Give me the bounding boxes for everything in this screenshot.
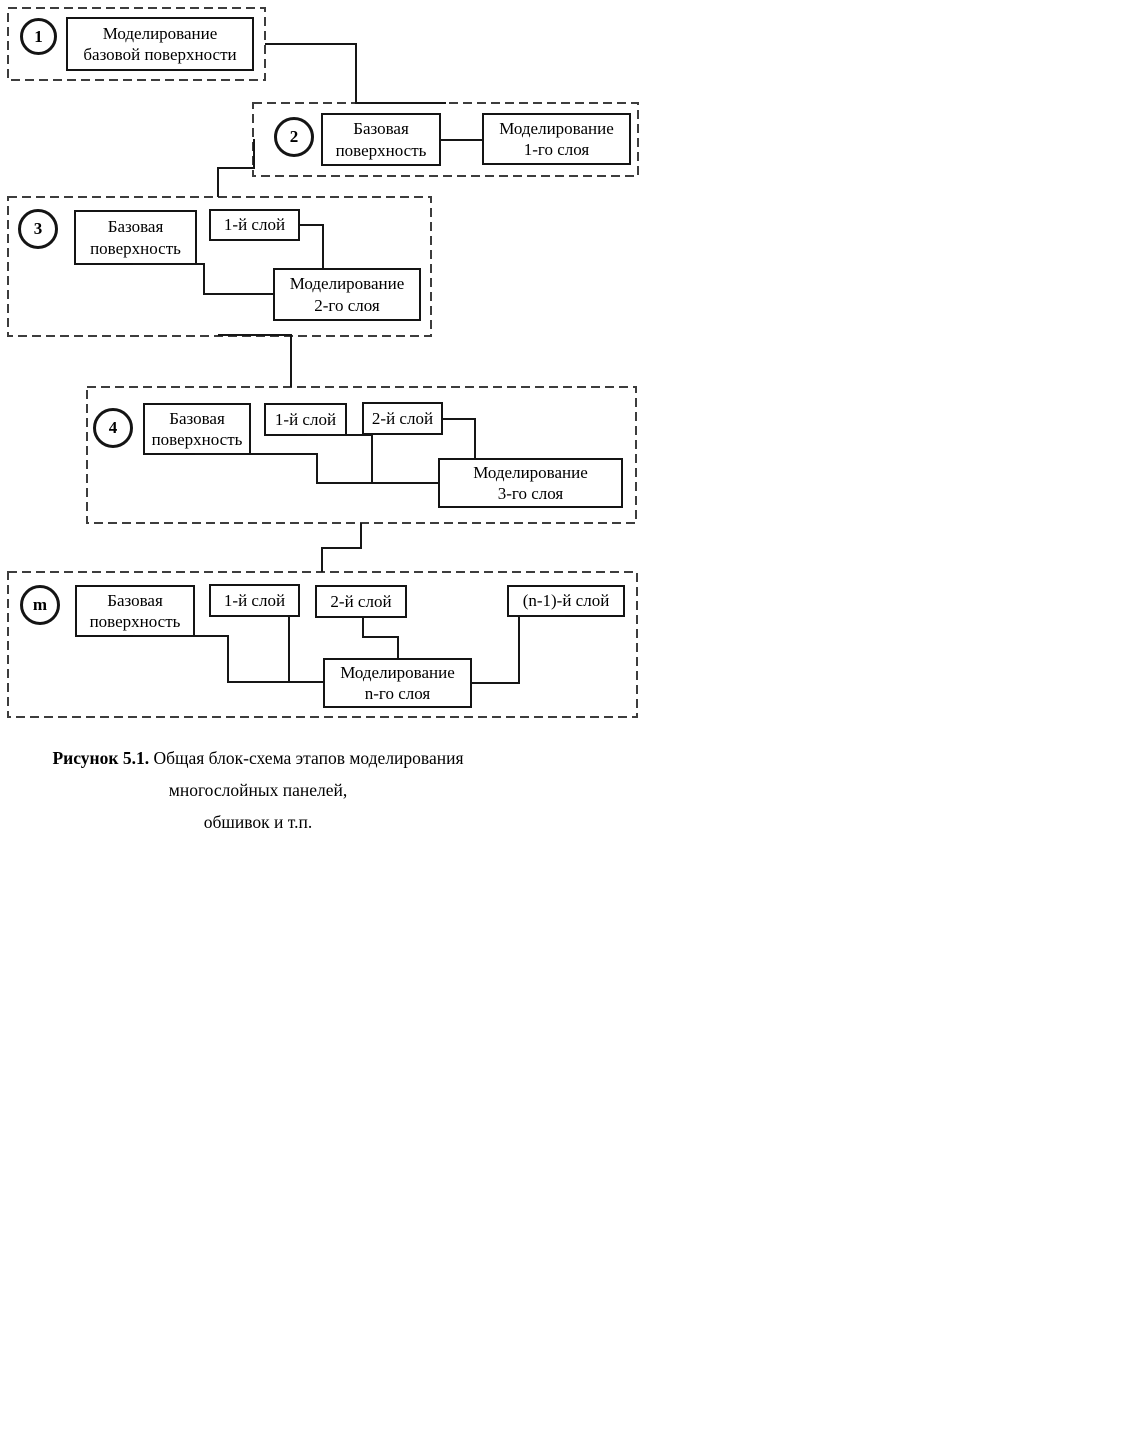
box-base-surface-stage2: Базовая поверхность (321, 113, 441, 166)
box-label-line: 2-й слой (371, 408, 434, 428)
connector-base-to-model-stage-m (133, 635, 323, 683)
box-modeling-layer-3: Моделирование 3-го слоя (438, 458, 623, 508)
connector-layer-n1-to-model-stage-m (472, 615, 565, 684)
box-label-line: n-го слоя (364, 684, 431, 703)
connector-base-to-model-stage3 (133, 263, 273, 295)
box-label-line: Базовая (353, 119, 409, 139)
box-layer-2-stage4: 2-й слой (362, 402, 443, 435)
box-layer-1-stage3: 1-й слой (209, 209, 300, 241)
box-layer-2-stage-m: 2-й слой (315, 585, 407, 618)
stage-1-badge: 1 (20, 18, 57, 55)
stage-4-badge: 4 (93, 408, 133, 448)
stage-3-badge: 3 (18, 209, 58, 249)
box-base-surface-stage3: Базовая поверхность (74, 210, 197, 265)
box-label-line: Моделирование (340, 662, 455, 682)
connector-stage4-to-stage-m (321, 523, 362, 572)
box-label-line: Моделирование (102, 23, 218, 43)
connector-stage3-to-stage4 (218, 334, 292, 387)
connector-stage2-to-stage3 (217, 139, 255, 197)
box-layer-1-stage4: 1-й слой (264, 403, 347, 436)
box-modeling-layer-n: Моделирование n-го слоя (323, 658, 472, 708)
connector-base-to-model-stage4 (195, 453, 438, 484)
stage-m-badge: m (20, 585, 60, 625)
stage-1-number: 1 (34, 26, 43, 46)
caption-figure-label: Рисунок 5.1. (52, 748, 150, 768)
box-label-line: 2-й слой (330, 591, 392, 611)
box-modeling-layer-2: Моделирование 2-го слоя (273, 268, 421, 321)
box-base-surface-stage-m: Базовая поверхность (75, 585, 195, 637)
stage-2-number: 2 (289, 127, 299, 146)
stage-m-letter: m (32, 595, 48, 614)
box-label-line: 1-й слой (274, 409, 337, 429)
connector-layer1-to-model-stage-m (250, 615, 290, 682)
box-layer-1-stage-m: 1-й слой (209, 584, 300, 617)
caption-line-2: обшивок и т.п. (203, 812, 313, 832)
box-label-line: поверхность (89, 612, 181, 631)
connector-layer2-to-model-stage-m (362, 618, 399, 658)
box-label-line: Базовая (107, 590, 163, 610)
box-base-surface-stage4: Базовая поверхность (143, 403, 251, 455)
box-label-line: поверхность (151, 430, 243, 449)
connector-layer1-to-model-stage3 (300, 224, 324, 268)
box-label-line: 1-й слой (223, 215, 286, 235)
box-label-line: 2-го слоя (314, 295, 380, 315)
box-modeling-layer-1: Моделирование 1-го слоя (482, 113, 631, 165)
box-label-line: Базовая (107, 217, 164, 237)
box-modeling-base-surface: Моделирование базовой поверхности (66, 17, 254, 71)
box-label-line: Моделирование (499, 118, 614, 138)
stage-3-number: 3 (33, 219, 43, 238)
connector-layers-join-stage4 (307, 434, 373, 483)
stage-4-number: 4 (108, 418, 118, 437)
box-label-line: базовой поверхности (83, 45, 237, 64)
box-label-line: Базовая (169, 408, 225, 428)
box-layer-n-minus-1: (n-1)-й слой (507, 585, 625, 617)
caption-text: Общая блок-схема этапов моделирования мн… (149, 748, 464, 800)
figure-caption: Рисунок 5.1. Общая блок-схема этапов мод… (0, 742, 516, 838)
box-label-line: 1-й слой (223, 590, 286, 610)
box-label-line: 3-го слоя (497, 484, 564, 503)
box-label-line: поверхность (90, 238, 181, 258)
caption-line-1: Рисунок 5.1. Общая блок-схема этапов мод… (0, 742, 516, 806)
connector-stage1-to-stage2 (265, 43, 446, 104)
box-label-line: поверхность (335, 140, 427, 160)
box-label-line: Моделирование (473, 462, 588, 482)
box-label-line: (n-1)-й слой (522, 591, 610, 611)
connector-layer2-to-model-stage4 (443, 418, 476, 458)
box-label-line: 1-го слоя (523, 140, 590, 159)
box-label-line: Моделирование (289, 274, 405, 294)
stage-2-badge: 2 (274, 117, 314, 157)
